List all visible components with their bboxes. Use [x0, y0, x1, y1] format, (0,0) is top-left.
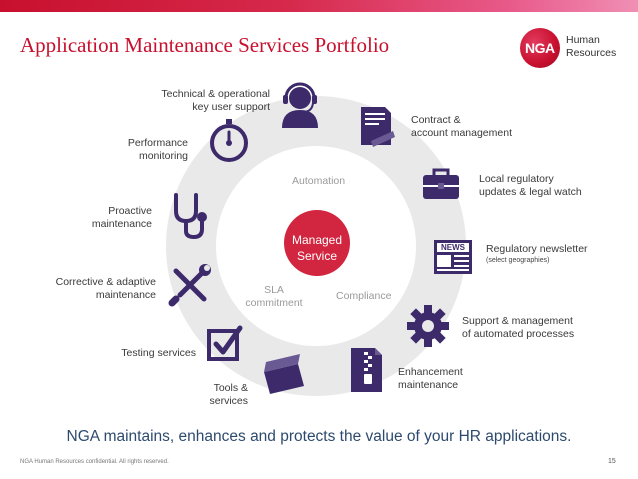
confidential-footer: NGA Human Resources confidential. All ri…: [20, 459, 169, 465]
logo-circle: [520, 28, 560, 68]
contract-document-icon: [361, 107, 395, 147]
center-line1: Managed: [291, 233, 343, 247]
sla-commitment-label: SLA commitment: [244, 284, 304, 310]
center-label: Managed Service: [285, 232, 349, 264]
label-line2: account management: [411, 127, 512, 139]
label-line1: Proactive: [108, 205, 152, 217]
label-performance: Performance monitoring: [100, 137, 188, 163]
briefcase-icon: [423, 168, 459, 199]
top-accent-bar: [0, 0, 638, 12]
label-newsletter: Regulatory newsletter (select geographie…: [486, 243, 588, 265]
label-proactive: Proactive maintenance: [70, 205, 152, 231]
label-line2: services: [209, 395, 248, 407]
logo-abbr: NGA: [525, 40, 555, 56]
label-line2: maintenance: [398, 379, 459, 391]
center-circle: [284, 210, 350, 276]
sla-line1: SLA: [264, 284, 284, 296]
sla-line2: commitment: [245, 297, 303, 309]
svg-text:NEWS: NEWS: [441, 243, 466, 252]
logo-line1: Human: [566, 34, 600, 46]
automation-label: Automation: [292, 175, 346, 187]
label-line1: Support & management: [462, 315, 573, 327]
gear-icon: [407, 305, 449, 347]
outer-ring: [166, 96, 466, 396]
support-agent-icon: [282, 82, 318, 128]
label-line1: Corrective & adaptive: [55, 276, 156, 288]
label-line1: Performance: [127, 137, 188, 149]
label-line1: Contract &: [411, 114, 461, 126]
stopwatch-icon: [210, 119, 248, 162]
label-corrective: Corrective & adaptive maintenance: [40, 276, 156, 302]
label-enhancement: Enhancement maintenance: [398, 366, 463, 392]
wrench-screwdriver-icon: [168, 264, 211, 307]
stethoscope-icon: [174, 193, 207, 240]
label-line1: Tools &: [213, 382, 248, 394]
label-line2: key user support: [192, 101, 270, 113]
label-support-automated: Support & management of automated proces…: [462, 315, 574, 341]
label-line1: Enhancement: [398, 366, 463, 378]
label-technical-support: Technical & operational key user support: [140, 88, 270, 114]
newspaper-icon: NEWS: [434, 240, 472, 274]
logo-line2: Resources: [566, 47, 617, 59]
company-logo: NGA Human Resources: [520, 28, 625, 68]
tagline: NGA maintains, enhances and protects the…: [66, 428, 572, 445]
label-line1: Regulatory newsletter: [486, 243, 588, 255]
label-note: (select geographies): [486, 257, 550, 264]
page-number: 15: [608, 458, 616, 465]
label-line1: Local regulatory: [479, 173, 554, 185]
logo-name: Human Resources: [566, 34, 616, 60]
label-line2: of automated processes: [462, 328, 575, 340]
label-line1: Technical & operational: [161, 88, 270, 100]
label-line2: maintenance: [95, 289, 156, 301]
label-regulatory: Local regulatory updates & legal watch: [479, 173, 582, 199]
page-title: Application Maintenance Services Portfol…: [20, 33, 390, 57]
toolbox-icon: [264, 354, 304, 394]
label-contract: Contract & account management: [411, 114, 512, 140]
label-line2: monitoring: [138, 150, 188, 162]
label-testing: Testing services: [121, 347, 196, 359]
center-line2: Service: [296, 249, 337, 263]
checkbox-icon: [207, 325, 243, 361]
label-line2: updates & legal watch: [479, 186, 582, 198]
label-line2: maintenance: [91, 218, 152, 230]
zip-file-icon: [351, 348, 382, 392]
label-tools: Tools & services: [190, 382, 248, 408]
compliance-label: Compliance: [336, 290, 392, 302]
